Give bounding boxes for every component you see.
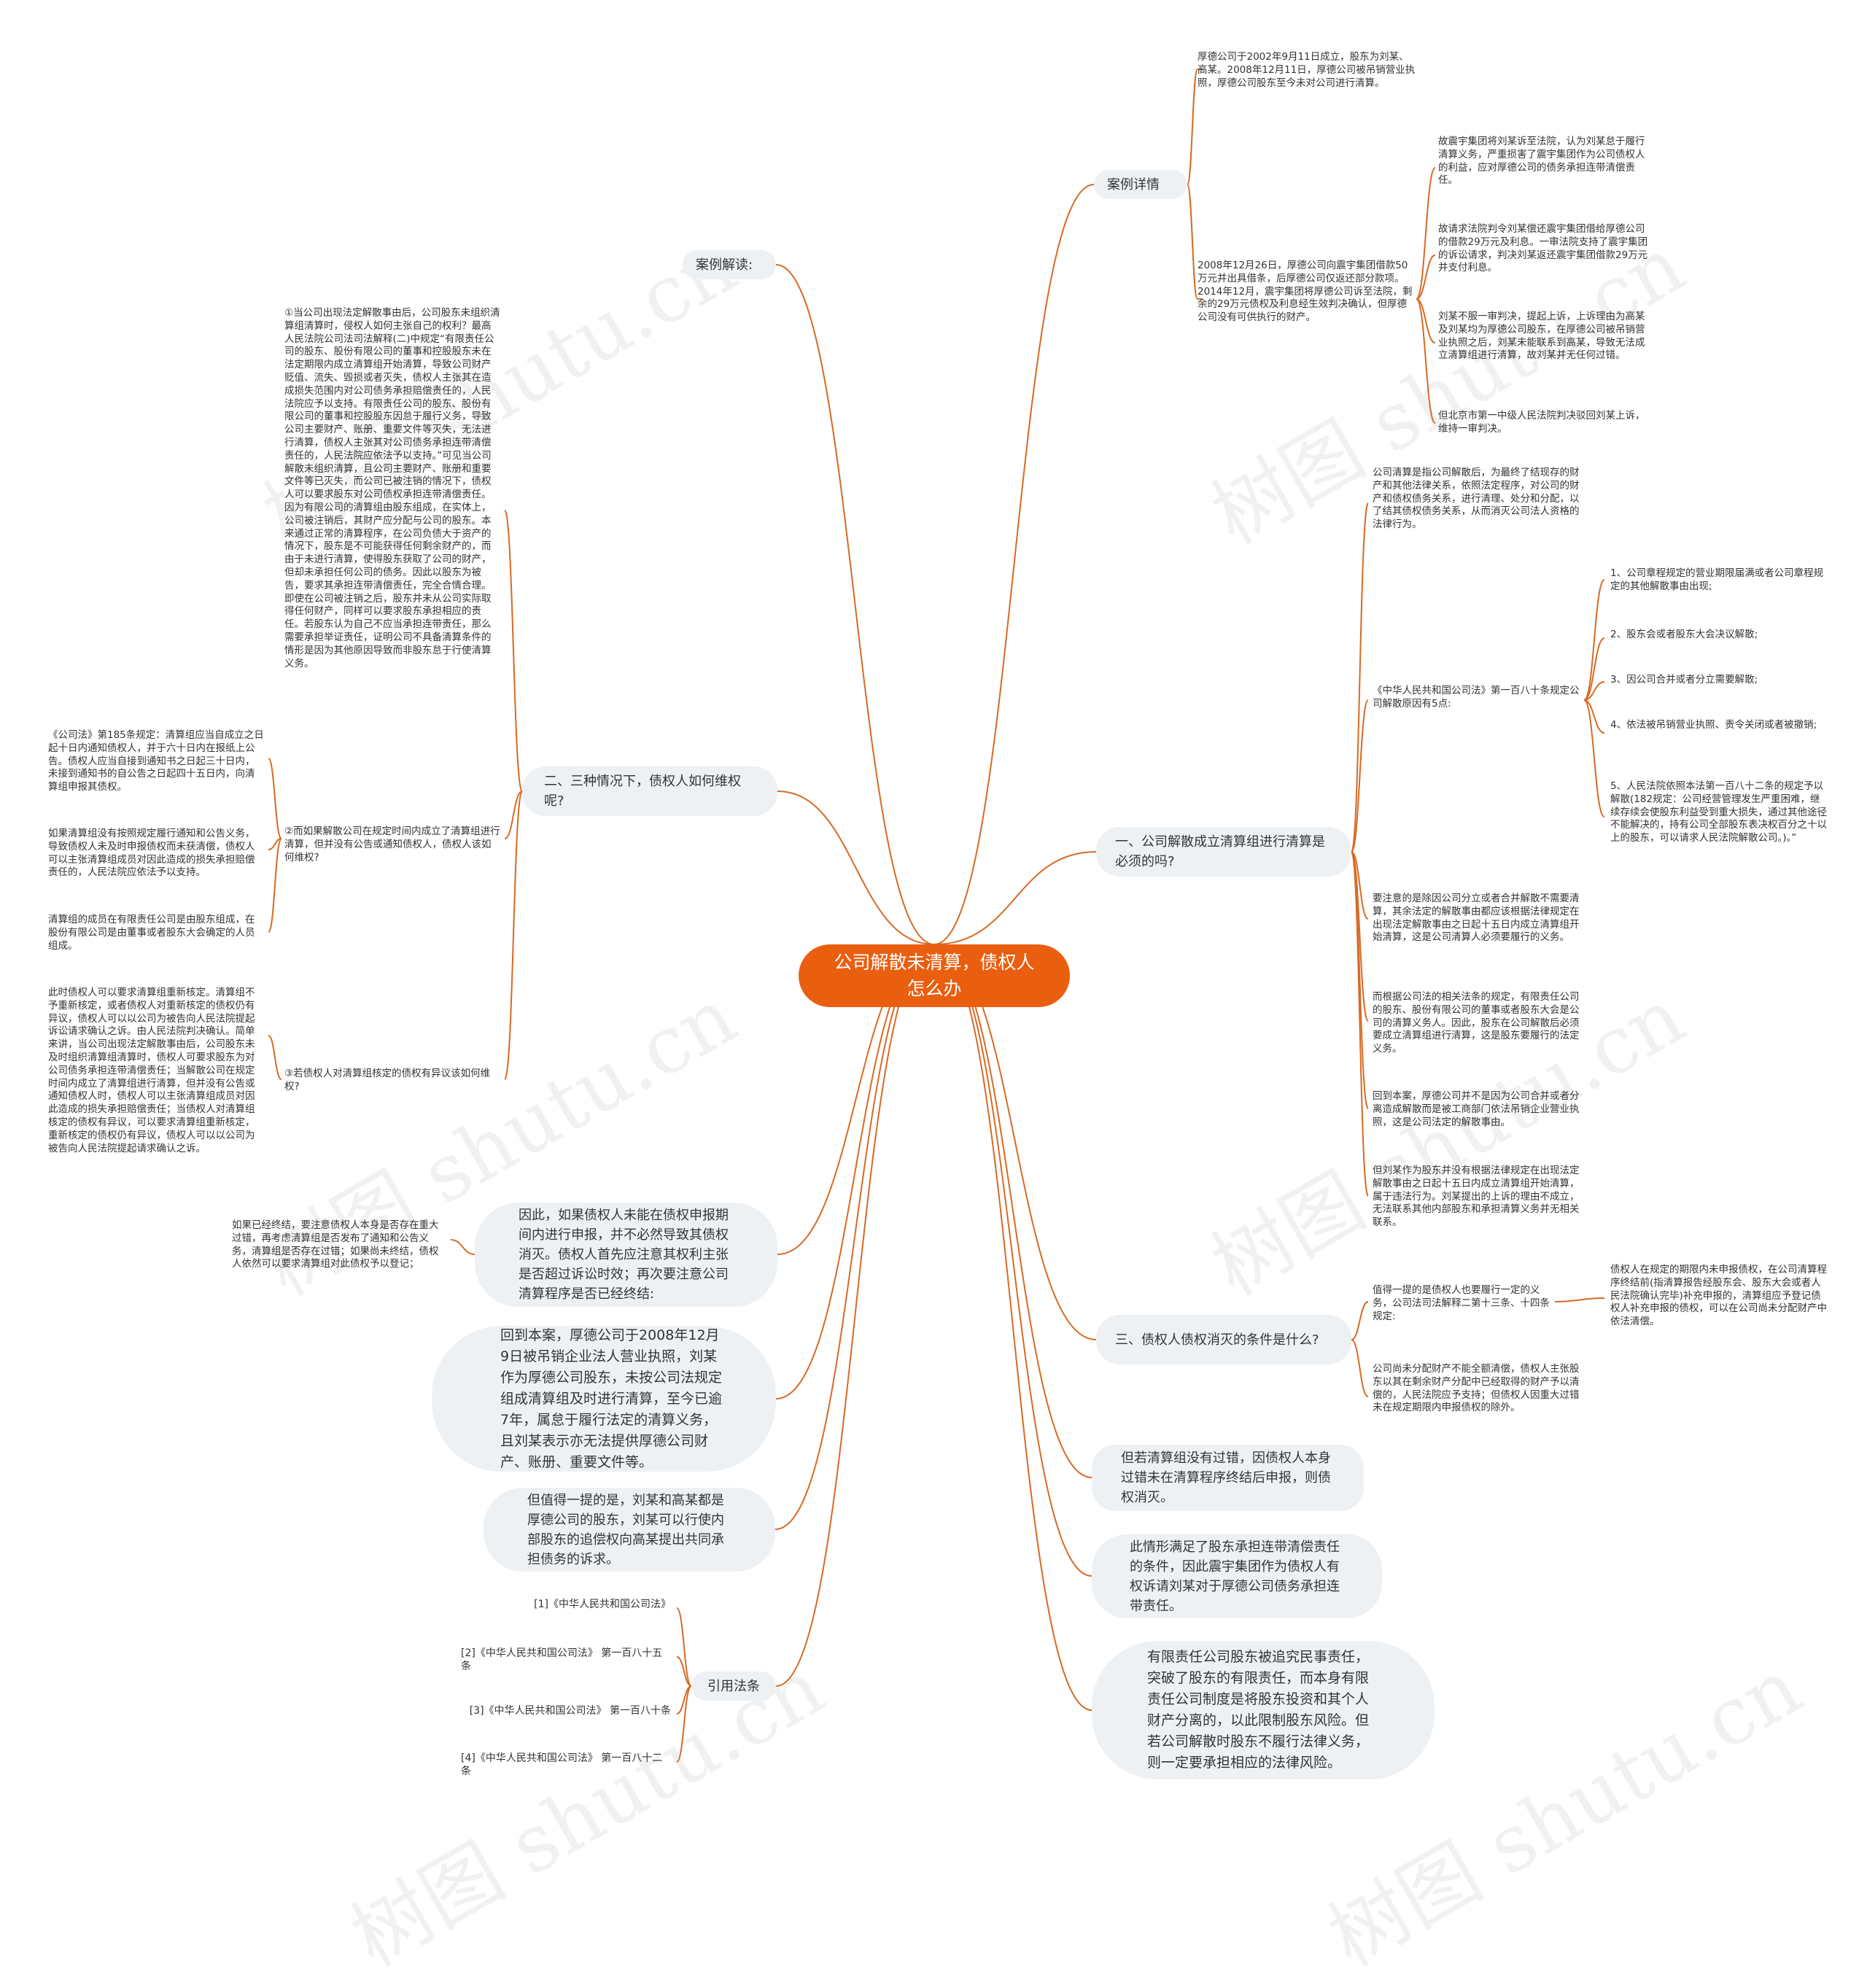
branch-q2[interactable]: 二、三种情况下，债权人如何维权呢? bbox=[522, 766, 777, 816]
q3-item-1: 值得一提的是债权人也要履行一定的义务，公司法司法解释二第十三条、十四条规定: bbox=[1373, 1284, 1550, 1322]
case-sub-line bbox=[1416, 298, 1436, 343]
case-loan-text: 2008年12月26日，厚德公司向震宇集团借款50万元并出具借条，后厚德公司仅返… bbox=[1198, 260, 1413, 324]
case-sub-line bbox=[1416, 167, 1436, 300]
q1-reason-line bbox=[1583, 637, 1605, 701]
q2-case-3-detail: 此时债权人可以要求清算组重新核定。清算组不予重新核定，或者债权人对重新核定的债权… bbox=[48, 987, 255, 1154]
case-intro-text: 厚德公司于2002年9月11日成立，股东为刘某、高某。2008年12月11日，厚… bbox=[1198, 51, 1416, 89]
node-declare-period-note: 如果已经终结，要注意债权人本身是否存在重大过错，再考虑清算组是否发布了通知和公告… bbox=[232, 1219, 439, 1270]
root-branch-line bbox=[934, 184, 1095, 945]
q2-case-2: ②而如果解散公司在规定时间内成立了清算组进行清算，但并没有公告或通知债权人，债权… bbox=[284, 826, 500, 863]
root-branch-line bbox=[775, 944, 935, 1687]
case-sub-1: 故震宇集团将刘某诉至法院，认为刘某怠于履行清算义务，严重损害了震宇集团作为公司债… bbox=[1438, 136, 1645, 187]
root-branch-line bbox=[934, 944, 1092, 1478]
node-shareholder-risk[interactable]: 有限责任公司股东被追究民事责任，突破了股东的有限责任，而本身有限责任公司制度是将… bbox=[1092, 1641, 1435, 1779]
laws-line bbox=[676, 1607, 692, 1687]
q1-reason-line bbox=[1583, 579, 1605, 701]
q1-reason-1: 1、公司章程规定的营业期限届满或者公司章程规定的其他解散事由出现; bbox=[1610, 567, 1824, 592]
branch-cited-laws[interactable]: 引用法条 bbox=[691, 1671, 776, 1701]
law-ref-4: [4]《中华人民共和国公司法》 第一百八十二条 bbox=[461, 1752, 663, 1777]
q2-case-3: ③若债权人对清算组核定的债权有异议该如何维权? bbox=[284, 1068, 491, 1092]
q3-item-2: 公司尚未分配财产不能全额清偿，债权人主张股东以其在剩余财产分配中已经取得的财产予… bbox=[1373, 1363, 1580, 1414]
q1-item-5: 回到本案，厚德公司并不是因为公司合并或者分离造成解散而是被工商部门依法吊销企业营… bbox=[1373, 1090, 1580, 1128]
case-sub-line bbox=[1416, 255, 1436, 300]
root-branch-line bbox=[775, 264, 935, 945]
branch-case-details[interactable]: 案例详情 bbox=[1094, 170, 1187, 199]
node-case-return[interactable]: 回到本案，厚德公司于2008年12月9日被吊销企业法人营业执照，刘某作为厚德公司… bbox=[432, 1326, 776, 1472]
root-branch-line bbox=[934, 944, 1092, 1577]
q2-line bbox=[504, 510, 523, 792]
q1-reason-3: 3、因公司合并或者分立需要解散; bbox=[1610, 674, 1758, 686]
node-recourse[interactable]: 但值得一提的是，刘某和高某都是厚德公司的股东，刘某可以行使内部股东的追偿权向高某… bbox=[484, 1488, 775, 1572]
q1-reason-2: 2、股东会或者股东大会决议解散; bbox=[1610, 629, 1758, 640]
branch-q3[interactable]: 三、债权人债权消灭的条件是什么? bbox=[1096, 1315, 1351, 1364]
case-details-line bbox=[1187, 69, 1198, 185]
q3-line bbox=[1351, 1339, 1369, 1397]
q2-case-2-item-2: 如果清算组没有按照规定履行通知和公告义务，导致债权人未及时申报债权而未获清偿，债… bbox=[48, 828, 255, 879]
laws-line bbox=[676, 1656, 692, 1687]
laws-line bbox=[676, 1685, 692, 1763]
q1-item-1: 公司清算是指公司解散后，为最终了结现存的财产和其他法律关系，依照法定程序，对公司… bbox=[1373, 467, 1580, 531]
q2-line bbox=[504, 791, 523, 1080]
case-sub-3: 刘某不服一审判决，提起上诉，上诉理由为高某及刘某均为厚德公司股东，在厚德公司被吊… bbox=[1438, 311, 1645, 362]
q1-item-3: 要注意的是除因公司分立或者合并解散不需要清算，其余法定的解散事由都应该根据法律规… bbox=[1373, 893, 1580, 944]
case-sub-4: 但北京市第一中级人民法院判决驳回刘某上诉，维持一审判决。 bbox=[1438, 410, 1645, 435]
q2-sub-line bbox=[268, 1035, 282, 1080]
q3-detail-line bbox=[1554, 1297, 1605, 1302]
q1-item-2: 《中华人民共和国公司法》第一百八十条规定公司解散原因有5点: bbox=[1373, 685, 1580, 710]
branch-case-interpretation[interactable]: 案例解读: bbox=[683, 250, 776, 279]
q1-line bbox=[1351, 851, 1369, 920]
q1-reason-5: 5、人民法院依照本法第一百八十二条的规定予以解散(182规定：公司经营管理发生严… bbox=[1610, 780, 1827, 844]
node-joint-liability[interactable]: 此情形满足了股东承担连带清偿责任的条件，因此震宇集团作为债权人有权诉请刘某对于厚… bbox=[1092, 1534, 1382, 1618]
q1-line bbox=[1351, 699, 1369, 853]
node-debt-extinguished[interactable]: 但若清算组没有过错，因债权人本身过错未在清算程序终结后申报，则债权消灭。 bbox=[1092, 1445, 1364, 1511]
case-sub-line bbox=[1416, 298, 1436, 424]
q3-line bbox=[1351, 1301, 1369, 1340]
root-topic[interactable]: 公司解散未清算，债权人怎么办 bbox=[799, 944, 1070, 1007]
law-ref-3: [3]《中华人民共和国公司法》 第一百八十条 bbox=[469, 1705, 671, 1717]
q2-case-2-item-3: 清算组的成员在有限责任公司是由股东组成，在股份有限公司是由董事或者股东大会确定的… bbox=[48, 914, 255, 952]
q1-line bbox=[1351, 502, 1369, 853]
q2-sub-line bbox=[268, 838, 282, 850]
root-branch-line bbox=[934, 944, 1092, 1711]
q1-item-6: 但刘某作为股东并没有根据法律规定在出现法定解散事由之日起十五日内成立清算组开始清… bbox=[1373, 1165, 1580, 1229]
root-branch-line bbox=[775, 944, 935, 1399]
q1-item-4: 而根据公司法的相关法条的规定，有限责任公司的股东、股份有限公司的董事或者股东大会… bbox=[1373, 991, 1580, 1055]
case-sub-2: 故请求法院判令刘某偿还震宇集团借给厚德公司的借款29万元及利息。一审法院支持了震… bbox=[1438, 223, 1648, 274]
root-branch-line bbox=[934, 851, 1097, 945]
law-ref-1: [1]《中华人民共和国公司法》 bbox=[534, 1599, 671, 1610]
q2-sub-line bbox=[268, 838, 282, 933]
node-declare-period[interactable]: 因此，如果债权人未能在债权申报期间内进行申报，并不必然导致其债权消灭。债权人首先… bbox=[475, 1203, 777, 1307]
root-branch-line bbox=[777, 791, 935, 945]
case-details-line bbox=[1187, 184, 1198, 300]
q1-line bbox=[1351, 851, 1369, 1197]
law-ref-2: [2]《中华人民共和国公司法》 第一百八十五条 bbox=[461, 1647, 663, 1672]
q1-reason-line bbox=[1583, 699, 1605, 734]
q2-case-1: ①当公司出现法定解散事由后，公司股东未组织清算组清算时，侵权人如何主张自己的权利… bbox=[284, 307, 500, 669]
note-line bbox=[450, 1239, 476, 1255]
q2-line bbox=[504, 791, 523, 839]
q2-case-2-item-1: 《公司法》第185条规定：清算组应当自成立之日起十日内通知债权人，并于六十日内在… bbox=[48, 729, 264, 793]
q2-sub-line bbox=[268, 758, 282, 839]
root-branch-line bbox=[775, 944, 935, 1530]
q1-reason-line bbox=[1583, 699, 1605, 818]
q3-detail: 债权人在规定的期限内未申报债权，在公司清算程序终结前(指清算报告经股东会、股东大… bbox=[1610, 1264, 1827, 1328]
q1-reason-line bbox=[1583, 681, 1605, 701]
branch-q1[interactable]: 一、公司解散成立清算组进行清算是必须的吗? bbox=[1096, 827, 1351, 877]
q1-reason-4: 4、依法被吊销营业执照、责令关闭或者被撤销; bbox=[1610, 719, 1817, 731]
